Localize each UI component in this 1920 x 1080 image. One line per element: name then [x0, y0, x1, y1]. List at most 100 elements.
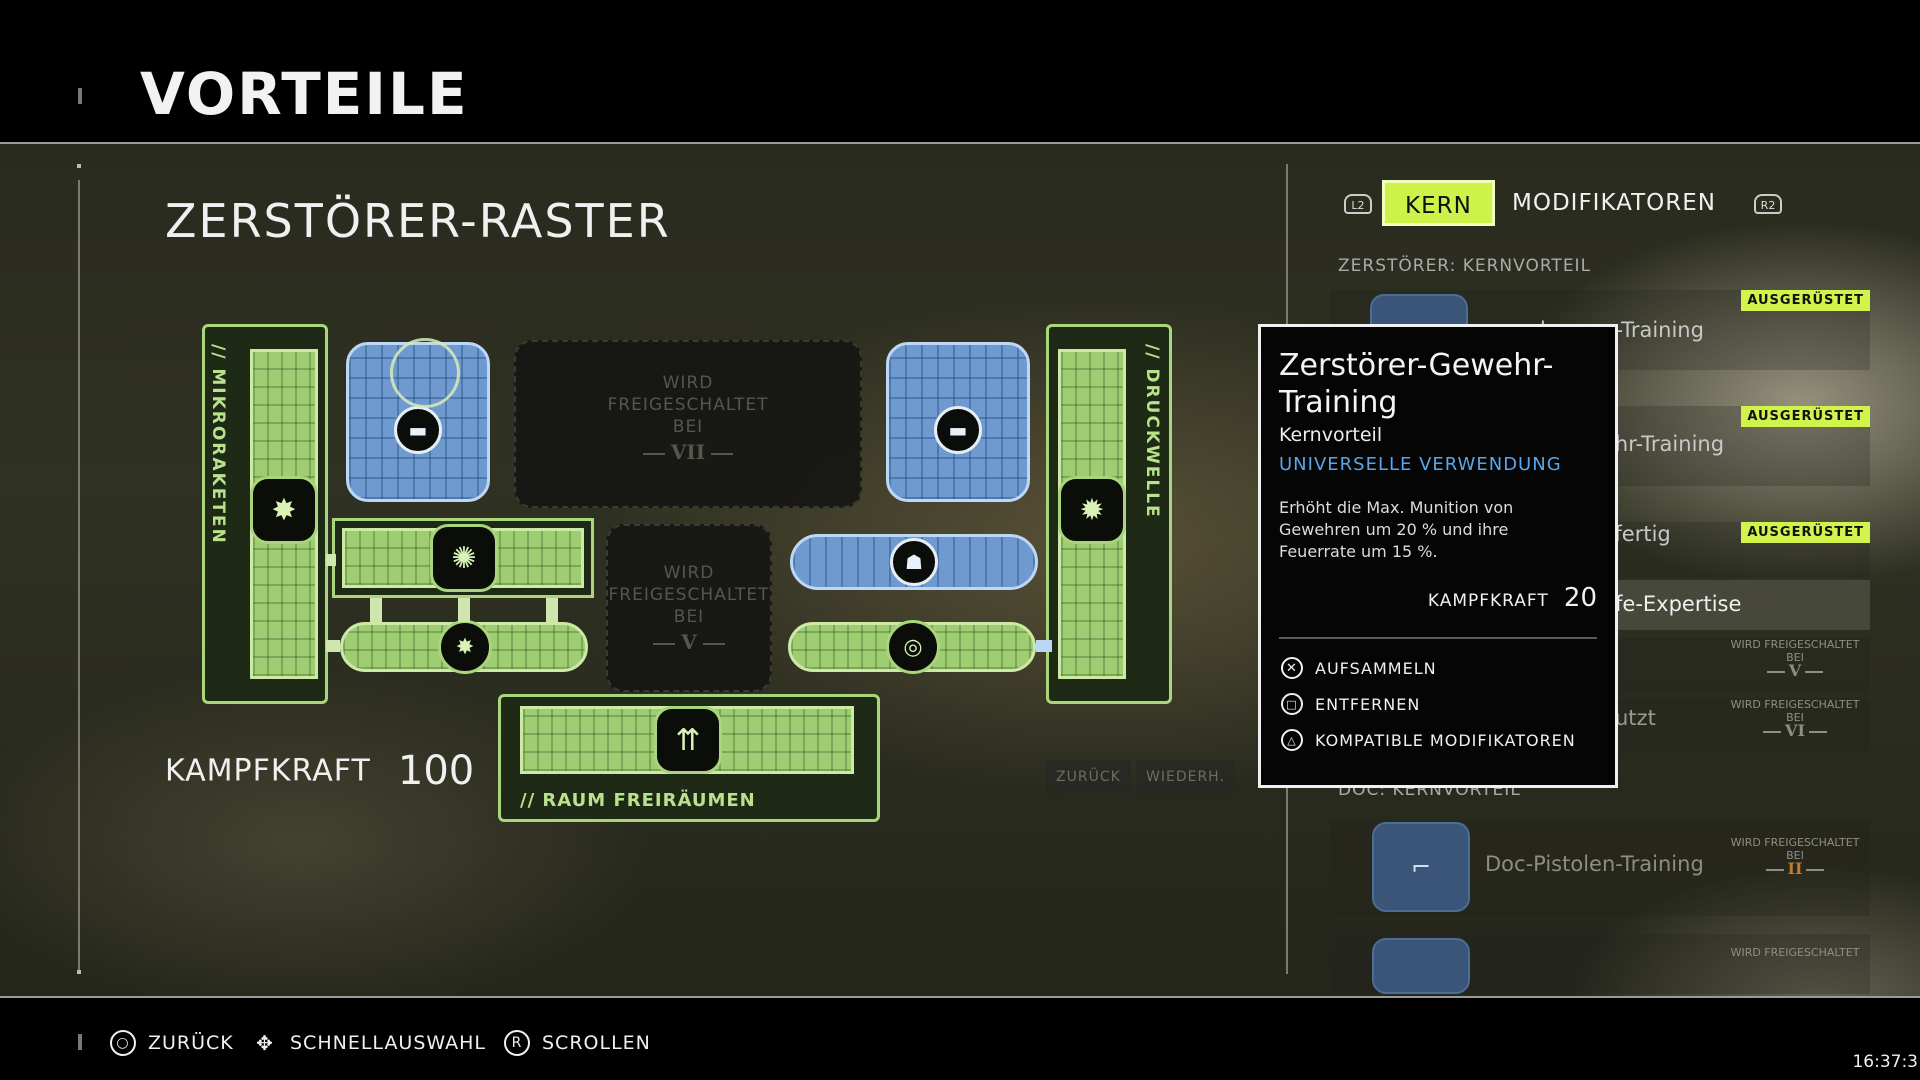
perk-row[interactable]: WIRD FREIGESCHALTET — [1330, 934, 1870, 994]
equipped-badge: AUSGERÜSTET — [1741, 406, 1870, 427]
hint-label: SCROLLEN — [542, 1032, 651, 1054]
power-display: KAMPFKRAFT 100 — [165, 748, 474, 794]
rockets-icon[interactable]: ⇈ — [654, 706, 722, 774]
bottom-divider — [0, 996, 1920, 998]
equipped-badge: AUSGERÜSTET — [1741, 522, 1870, 543]
frame-dot — [77, 970, 81, 974]
hint-scroll[interactable]: R SCROLLEN — [504, 1030, 651, 1056]
shockwave-icon[interactable]: ✹ — [1058, 476, 1126, 544]
tooltip-power: KAMPFKRAFT 20 — [1428, 583, 1597, 613]
power-label: KAMPFKRAFT — [165, 753, 371, 789]
weapon-perk-tile-left[interactable] — [346, 342, 490, 502]
r2-bumper-icon[interactable]: R2 — [1754, 194, 1782, 214]
tooltip-description: Erhöht die Max. Munition von Gewehren um… — [1279, 498, 1514, 561]
perk-row-label: fe-Expertise — [1615, 592, 1742, 616]
locked-text: FREIGESCHALTET — [608, 585, 770, 605]
tooltip-tag: UNIVERSELLE VERWENDUNG — [1279, 454, 1562, 475]
perk-thumb-icon — [1372, 938, 1470, 994]
selection-cursor — [390, 338, 460, 408]
equipped-badge: AUSGERÜSTET — [1741, 290, 1870, 311]
connector — [1036, 640, 1052, 652]
footer-tick — [78, 1034, 82, 1050]
dpad-icon: ✥ — [256, 1031, 274, 1055]
unlock-text: WIRD FREIGESCHALTET — [1730, 638, 1860, 651]
locked-text: BEI — [672, 417, 704, 437]
unlock-text: WIRD FREIGESCHALTET — [1730, 836, 1860, 849]
locked-slot-vii: WIRD FREIGESCHALTET BEI VII — [514, 340, 862, 508]
locked-text: FREIGESCHALTET — [607, 395, 769, 415]
power-value: 100 — [397, 748, 475, 794]
connector — [458, 598, 470, 622]
unlock-text: WIRD FREIGESCHALTET — [1730, 698, 1860, 711]
perk-row-label: utzt — [1615, 706, 1656, 730]
pistol-icon: ⌐ — [1372, 822, 1470, 912]
action-label: AUFSAMMELN — [1315, 658, 1437, 678]
tooltip-separator — [1279, 637, 1597, 639]
top-divider — [0, 142, 1920, 144]
missiles-icon[interactable]: ✸ — [438, 620, 492, 674]
action-remove[interactable]: □ ENTFERNEN — [1281, 693, 1420, 715]
unlock-info: WIRD FREIGESCHALTET BEI VI — [1720, 698, 1870, 739]
bottom-bar — [0, 998, 1920, 1080]
action-compatible-modifiers[interactable]: △ KOMPATIBLE MODIFIKATOREN — [1281, 729, 1576, 751]
hint-back[interactable]: ○ ZURÜCK — [110, 1030, 234, 1056]
action-collect[interactable]: ✕ AUFSAMMELN — [1281, 657, 1437, 679]
undo-button[interactable]: ZURÜCK — [1046, 760, 1131, 794]
cross-button-icon: ✕ — [1281, 657, 1303, 679]
header-tick — [78, 88, 82, 104]
action-label: KOMPATIBLE MODIFIKATOREN — [1315, 730, 1576, 750]
tooltip-subtitle: Kernvorteil — [1279, 424, 1383, 446]
perk-row[interactable]: ⌐ Doc-Pistolen-Training WIRD FREIGESCHAL… — [1330, 820, 1870, 916]
right-stick-icon: R — [504, 1030, 530, 1056]
perk-tooltip: Zerstörer-Gewehr-Training Kernvorteil UN… — [1258, 324, 1618, 788]
bottom-label: // RAUM FREIRÄUMEN — [520, 790, 756, 811]
tooltip-power-label: KAMPFKRAFT — [1427, 591, 1549, 611]
unlock-info: WIRD FREIGESCHALTET BEI II — [1720, 836, 1870, 877]
connector — [546, 598, 558, 622]
triangle-button-icon: △ — [1281, 729, 1303, 751]
unlock-info: WIRD FREIGESCHALTET BEI V — [1720, 638, 1870, 679]
unlock-rank: V — [1720, 663, 1870, 679]
locked-rank: V — [608, 630, 770, 654]
connector — [370, 598, 382, 622]
hint-quick-select[interactable]: ✥ SCHNELLAUSWAHL — [252, 1030, 486, 1056]
tab-modifiers[interactable]: MODIFIKATOREN — [1512, 190, 1716, 216]
action-label: ENTFERNEN — [1315, 694, 1421, 714]
hint-label: SCHNELLAUSWAHL — [290, 1032, 487, 1054]
category-destroyer: ZERSTÖRER: KERNVORTEIL — [1338, 256, 1592, 276]
unlock-info: WIRD FREIGESCHALTET — [1720, 946, 1870, 959]
left-column-label: // MIKRORAKETEN — [208, 344, 228, 545]
locked-rank: VII — [516, 440, 860, 464]
perk-row-label: Doc-Pistolen-Training — [1485, 852, 1704, 876]
clock: 16:37:3 — [1852, 1052, 1918, 1072]
page-title: VORTEILE — [140, 60, 469, 128]
guns-icon: ▬ — [934, 406, 982, 454]
micro-missiles-icon[interactable]: ✸ — [250, 476, 318, 544]
unlock-rank: VI — [1720, 723, 1870, 739]
locked-text: WIRD — [662, 373, 714, 393]
explosives-icon[interactable]: ✺ — [430, 524, 498, 592]
square-button-icon: □ — [1281, 693, 1303, 715]
unlock-text: WIRD FREIGESCHALTET — [1730, 946, 1860, 959]
locked-text: WIRD — [663, 563, 715, 583]
blast-icon[interactable]: ◎ — [886, 620, 940, 674]
tab-core[interactable]: KERN — [1382, 180, 1495, 226]
locked-slot-v: WIRD FREIGESCHALTET BEI V — [606, 524, 772, 692]
l2-bumper-icon[interactable]: L2 — [1344, 194, 1372, 214]
hint-label: ZURÜCK — [148, 1032, 234, 1054]
soldier-icon: ☗ — [890, 538, 938, 586]
tooltip-power-value: 20 — [1563, 583, 1597, 613]
locked-text: BEI — [673, 607, 705, 627]
right-column-label: // DRUCKWELLE — [1142, 344, 1162, 519]
grid-title: ZERSTÖRER-RASTER — [165, 194, 671, 248]
unlock-rank: II — [1720, 861, 1870, 877]
circle-button-icon: ○ — [110, 1030, 136, 1056]
top-bar: VORTEILE — [0, 0, 1920, 142]
redo-button[interactable]: WIEDERH. — [1136, 760, 1235, 794]
main-area: ZERSTÖRER-RASTER // MIKRORAKETEN ✸ // DR… — [0, 144, 1920, 996]
left-frame-line — [78, 180, 80, 972]
tooltip-title: Zerstörer-Gewehr-Training — [1279, 348, 1554, 420]
rifle-icon: ▬ — [394, 406, 442, 454]
connector — [326, 554, 336, 566]
weapon-perk-tile-right[interactable] — [886, 342, 1030, 502]
